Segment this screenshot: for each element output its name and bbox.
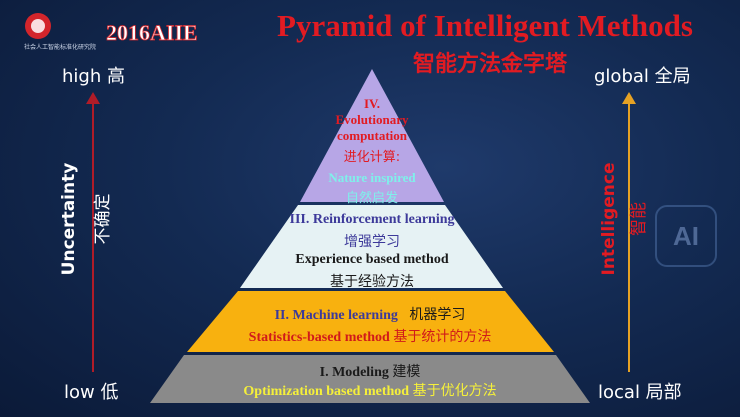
low-label: low 低 <box>64 382 119 403</box>
level1-sub-cn: 基于优化方法 <box>412 383 497 399</box>
high-label: high 高 <box>62 66 125 87</box>
uncertainty-label-cn: 不确定 <box>93 193 113 245</box>
level3-name-cn: 增强学习 <box>344 234 400 250</box>
level4-name-line1: Evolutionary <box>335 112 409 127</box>
page-subtitle-cn: 智能方法金字塔 <box>412 52 567 77</box>
page-title: Pyramid of Intelligent Methods <box>277 8 693 43</box>
level2-title: II. Machine learning 机器学习 <box>230 304 510 324</box>
logo: 2016AIIE <box>10 10 210 52</box>
level2-name-cn: 机器学习 <box>409 307 466 323</box>
level3-sub-en: Experience based method <box>295 252 449 267</box>
level1-name-cn: 建模 <box>392 364 421 380</box>
uncertainty-label: Uncertainty <box>59 162 79 276</box>
level2-sub-cn: 基于统计的方法 <box>393 329 492 345</box>
intelligence-arrow <box>622 92 636 372</box>
pyramid-level-3 <box>240 205 503 288</box>
intelligence-label-cn: 智能 <box>629 202 649 236</box>
local-label: local 局部 <box>598 382 682 403</box>
level4-number: IV. <box>363 96 381 111</box>
level4-sub-cn: 自然启发 <box>345 191 398 206</box>
global-label: global 全局 <box>594 66 691 87</box>
logo-caption: 社会人工智能标准化研究院 <box>24 44 97 51</box>
logo-wordmark: 2016AIIE <box>106 20 198 45</box>
level2-name: II. Machine learning <box>274 308 398 323</box>
level2-sub-en: Statistics-based method <box>248 330 390 345</box>
level4-name-cn: 进化计算: <box>343 150 401 165</box>
pyramid-level-2 <box>187 291 554 352</box>
level1-name: I. Modeling <box>319 365 389 380</box>
ai-background-icon: AI <box>655 205 717 267</box>
pyramid-level-1 <box>150 355 590 403</box>
level3-name: III. Reinforcement learning <box>289 212 455 227</box>
level1-subtitle: Optimization based method 基于优化方法 <box>200 380 540 400</box>
level2-subtitle: Statistics-based method 基于统计的方法 <box>210 326 530 346</box>
uncertainty-arrow <box>86 92 100 372</box>
level3-sub-cn: 基于经验方法 <box>330 274 414 290</box>
level4-name-line2: computation <box>336 128 408 143</box>
level4-sub-en: Nature inspired <box>328 170 416 185</box>
level1-sub-en: Optimization based method <box>243 384 410 399</box>
pyramid-level-4 <box>300 69 444 202</box>
level1-title: I. Modeling 建模 <box>250 361 490 381</box>
intelligence-label: Intelligence <box>599 162 619 276</box>
